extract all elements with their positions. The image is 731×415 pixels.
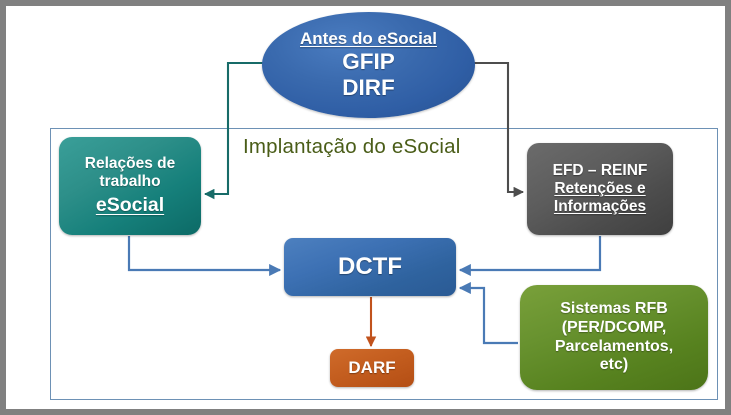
node-efd-reinf[interactable]: EFD – REINF Retenções e Informações — [527, 143, 673, 235]
node-efd-line1: EFD – REINF — [552, 162, 648, 180]
node-darf[interactable]: DARF — [330, 349, 414, 387]
node-sistemas-line4: etc) — [599, 356, 629, 374]
node-sistemas-line3: Parcelamentos, — [554, 337, 674, 355]
node-dctf-label: DCTF — [338, 253, 402, 281]
implantacao-title: Implantação do eSocial — [243, 135, 461, 158]
node-antes-do-esocial[interactable]: Antes do eSocial GFIP DIRF — [262, 12, 475, 118]
node-dctf[interactable]: DCTF — [284, 238, 456, 296]
node-relacoes-line2: trabalho — [99, 173, 161, 191]
implantacao-container-box — [50, 128, 718, 400]
node-sistemas-line1: Sistemas RFB — [560, 300, 668, 318]
node-relacoes-esocial-label: eSocial — [95, 194, 165, 217]
node-antes-heading: Antes do eSocial — [300, 28, 437, 48]
node-darf-label: DARF — [348, 358, 396, 378]
node-relacoes-line1: Relações de — [84, 155, 176, 173]
node-efd-line3: Informações — [553, 197, 647, 215]
node-sistemas-line2: (PER/DCOMP, — [561, 318, 667, 336]
node-efd-line2: Retenções e — [554, 180, 646, 198]
node-relacoes-de-trabalho[interactable]: Relações de trabalho eSocial — [59, 137, 201, 235]
node-antes-line-dirf: DIRF — [342, 75, 395, 101]
node-sistemas-rfb[interactable]: Sistemas RFB (PER/DCOMP, Parcelamentos, … — [520, 285, 708, 390]
node-antes-line-gfip: GFIP — [342, 49, 395, 75]
